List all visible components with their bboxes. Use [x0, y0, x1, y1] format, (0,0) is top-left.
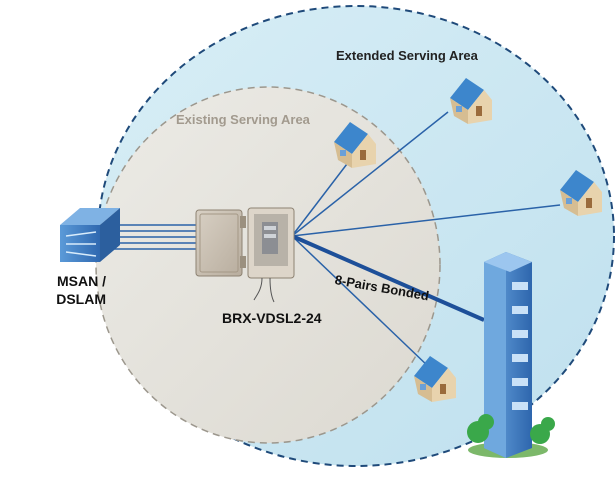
- extended-area-label: Extended Serving Area: [336, 48, 478, 63]
- existing-area-label: Existing Serving Area: [176, 112, 310, 127]
- house-icon: [450, 78, 492, 124]
- house-icon: [334, 122, 376, 168]
- msan-label-line2: DSLAM: [56, 291, 106, 307]
- enclosure-icon: [195, 207, 295, 303]
- msan-feeder-lines: [112, 224, 196, 250]
- house-icon: [414, 356, 456, 402]
- device-label: BRX-VDSL2-24: [222, 310, 322, 326]
- msan-label-line1: MSAN /: [57, 273, 106, 289]
- distribution-links: [291, 111, 561, 369]
- msan-label: MSAN / DSLAM: [22, 272, 106, 308]
- bonded-link: [291, 234, 485, 322]
- msan-dslam-icon: [60, 208, 120, 262]
- tree-icon: [467, 414, 555, 444]
- house-icon: [560, 170, 602, 216]
- office-building-icon: [467, 252, 555, 458]
